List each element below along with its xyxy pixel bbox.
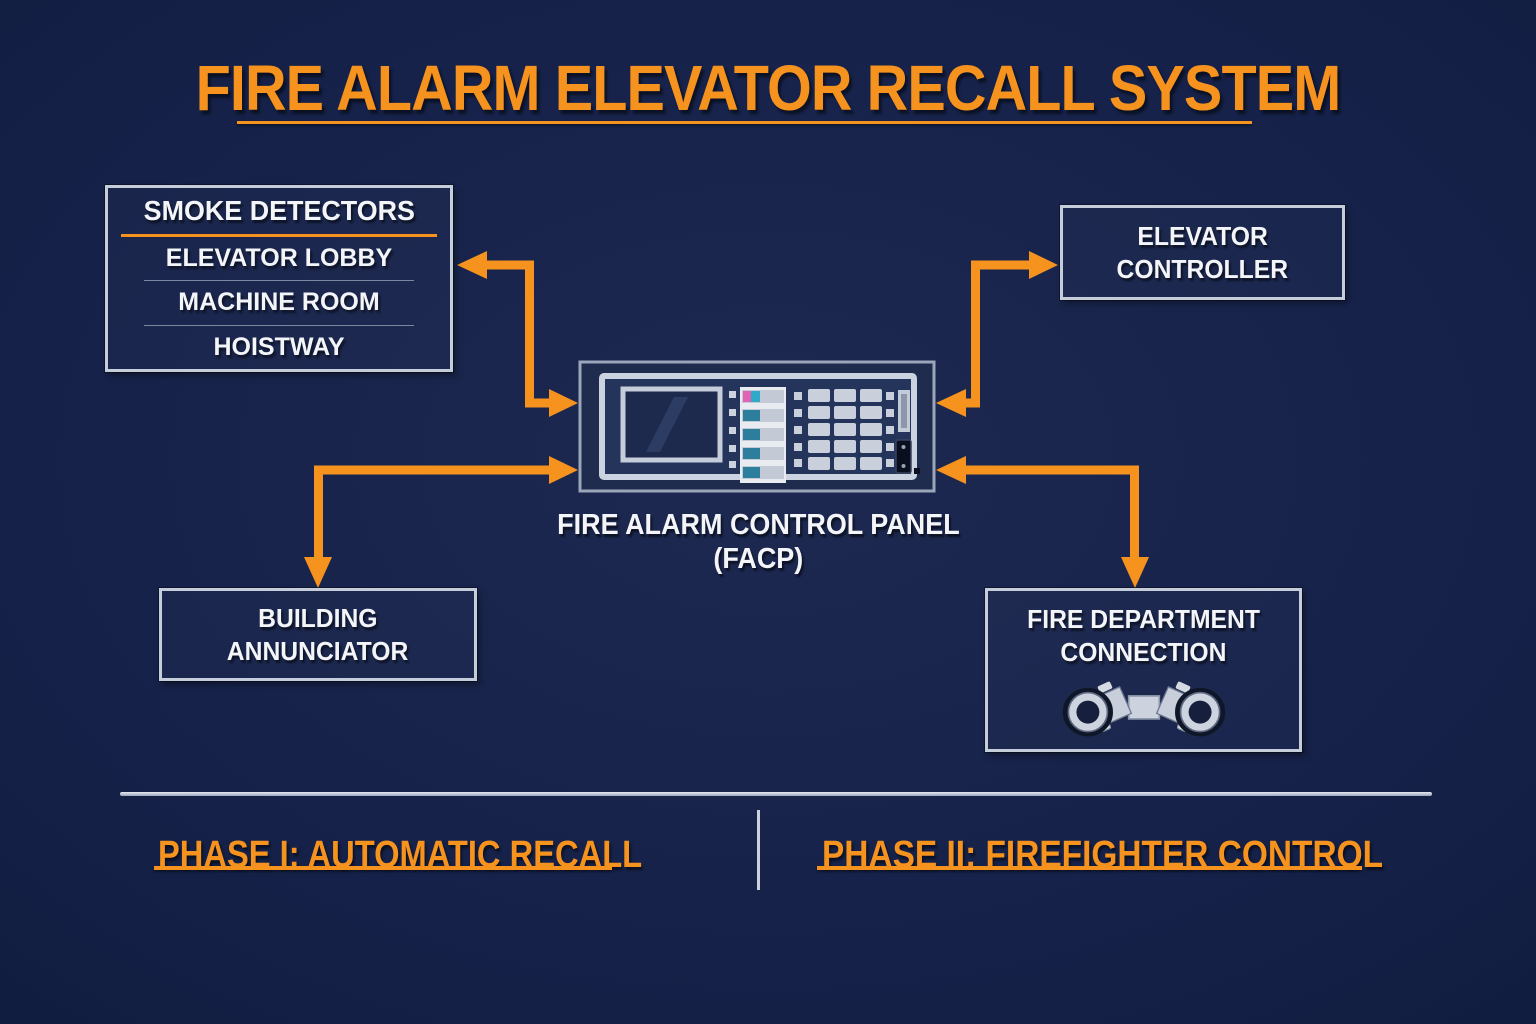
facp-indicator-column bbox=[729, 391, 736, 468]
smoke-detectors-title-rule bbox=[121, 234, 437, 237]
fdc-line1: FIRE DEPARTMENT bbox=[1027, 604, 1260, 634]
facp-button-grid bbox=[794, 389, 894, 470]
facp-screen-reflection bbox=[646, 397, 688, 452]
fdc-left-ring-shadow bbox=[1062, 687, 1113, 737]
item-divider bbox=[144, 324, 414, 326]
building-annunciator-line1: BUILDING bbox=[258, 602, 378, 633]
fdc-left-opening bbox=[1075, 700, 1099, 724]
fdc-right-ring-shadow bbox=[1174, 687, 1225, 737]
arrowhead-into-elevator-controller bbox=[1029, 251, 1058, 279]
page-title: FIRE ALARM ELEVATOR RECALL SYSTEM bbox=[0, 56, 1536, 120]
facp-corner-screw bbox=[914, 468, 920, 474]
connector-smoke-facp bbox=[484, 260, 552, 408]
building-annunciator-box: BUILDING ANNUNCIATOR bbox=[159, 588, 477, 681]
elevator-controller-line1: ELEVATOR bbox=[1137, 220, 1268, 251]
building-annunciator-line2: ANNUNCIATOR bbox=[227, 635, 409, 666]
facp-label-line2: (FACP) bbox=[713, 543, 803, 575]
arrowhead-into-facp-right-bottom bbox=[936, 456, 966, 484]
page-title-text: FIRE ALARM ELEVATOR RECALL SYSTEM bbox=[195, 52, 1342, 124]
smoke-detector-item-elevator-lobby: ELEVATOR LOBBY bbox=[165, 244, 393, 273]
arrowhead-into-annunciator bbox=[304, 557, 332, 588]
facp-label-line1: FIRE ALARM CONTROL PANEL bbox=[556, 509, 960, 541]
connector-facp-fdc bbox=[964, 465, 1139, 560]
connector-arrowheads bbox=[304, 251, 1149, 588]
fdc-line2: CONNECTION bbox=[1060, 637, 1227, 667]
title-underline bbox=[237, 121, 1252, 124]
phase1-underline bbox=[154, 866, 612, 870]
fire-alarm-control-panel-graphic bbox=[578, 360, 936, 493]
siamese-hose-connection-icon bbox=[1062, 681, 1225, 737]
elevator-controller-box: ELEVATOR CONTROLLER bbox=[1060, 205, 1345, 300]
facp-zone-rows bbox=[742, 390, 784, 479]
arrowhead-into-facp-right-top bbox=[936, 389, 966, 417]
fdc-center-body bbox=[1127, 695, 1160, 720]
arrowhead-into-smoke bbox=[457, 251, 487, 279]
smoke-detector-item-hoistway: HOISTWAY bbox=[213, 332, 345, 361]
smoke-detector-item-machine-room: MACHINE ROOM bbox=[178, 288, 380, 317]
connector-facp-elevator bbox=[964, 260, 1032, 408]
arrowhead-into-fdc bbox=[1121, 557, 1149, 588]
smoke-detectors-box: SMOKE DETECTORS ELEVATOR LOBBY MACHINE R… bbox=[105, 185, 453, 372]
facp-label: FIRE ALARM CONTROL PANEL (FACP) bbox=[498, 508, 1018, 576]
facp-key-switch-dot bbox=[901, 464, 906, 468]
connector-lines bbox=[314, 260, 1139, 560]
phase-separator-line bbox=[120, 792, 1432, 796]
item-divider bbox=[144, 280, 414, 282]
elevator-controller-line2: CONTROLLER bbox=[1116, 253, 1289, 284]
phase2-underline bbox=[817, 866, 1362, 870]
phase-vertical-divider bbox=[757, 810, 760, 890]
arrowhead-into-facp-left bbox=[549, 389, 578, 417]
facp-key-switch-dot bbox=[901, 445, 906, 449]
facp-slider-track bbox=[901, 394, 907, 428]
fdc-right-opening bbox=[1188, 700, 1212, 724]
fire-department-connection-box: FIRE DEPARTMENT CONNECTION bbox=[985, 588, 1302, 752]
connector-facp-annunciator bbox=[314, 465, 552, 560]
facp-key-switch bbox=[895, 439, 912, 474]
smoke-detectors-title: SMOKE DETECTORS bbox=[143, 195, 415, 226]
arrowhead-into-facp-left-bottom bbox=[549, 456, 578, 484]
